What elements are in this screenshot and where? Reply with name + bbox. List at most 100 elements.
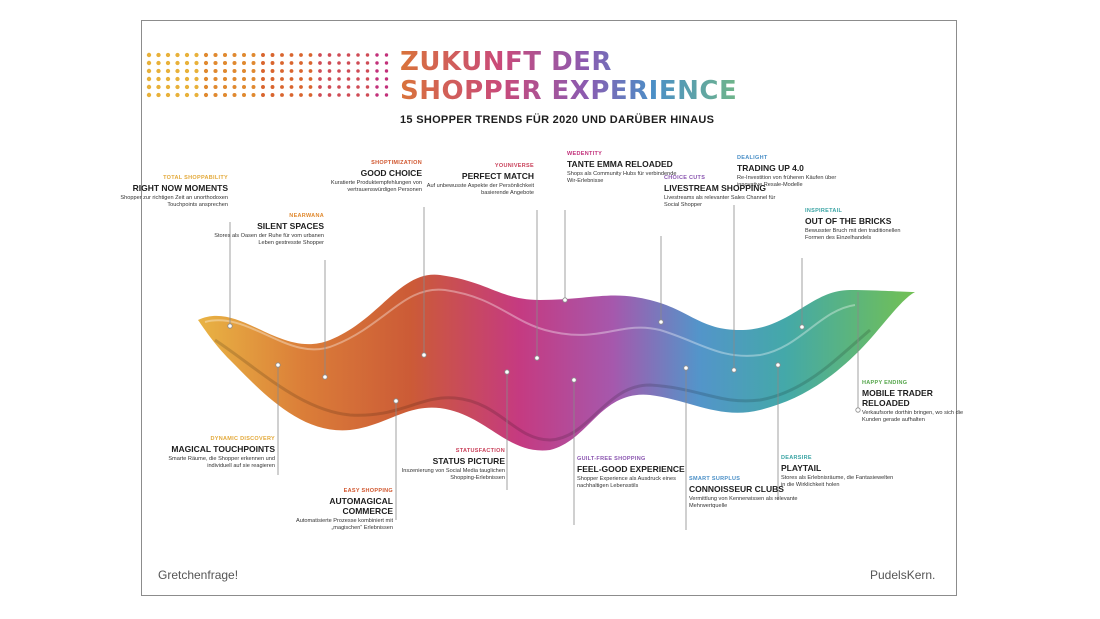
pattern-dot xyxy=(308,85,313,89)
pattern-dot xyxy=(184,84,190,90)
pattern-dot xyxy=(203,68,209,74)
pattern-dot xyxy=(232,60,237,66)
trend-name: TANTE EMMA RELOADED xyxy=(567,159,673,169)
trend-category: SMART SURPLUS xyxy=(689,476,741,482)
pattern-dot xyxy=(280,85,284,89)
pattern-dot xyxy=(203,92,209,98)
pattern-dot xyxy=(242,69,246,73)
pattern-dot xyxy=(203,52,209,58)
pattern-dot xyxy=(165,92,171,98)
pattern-dot xyxy=(384,53,389,57)
pattern-dot xyxy=(156,92,161,98)
pattern-dot xyxy=(308,77,313,81)
pattern-dot xyxy=(375,93,379,97)
trend-description: Auf unbewusste Aspekte der Persönlichkei… xyxy=(426,183,534,196)
pattern-dot xyxy=(251,61,256,65)
pattern-dot xyxy=(308,93,313,97)
pattern-dot xyxy=(194,60,199,66)
trend-name: PLAYTAIL xyxy=(781,463,822,473)
trend-description: Stores als Erlebnisräume, die Fantasiewe… xyxy=(781,475,894,488)
pattern-dot xyxy=(375,69,379,73)
pattern-dot xyxy=(365,61,370,65)
pattern-dot xyxy=(318,61,322,65)
trend-connoisseur-clubs: SMART SURPLUS CONNOISSEUR CLUBS Vermittl… xyxy=(689,476,804,510)
pattern-dot xyxy=(175,52,180,58)
pattern-dot xyxy=(375,85,379,89)
pattern-dot xyxy=(213,84,218,90)
trend-category: INSPIRETAIL xyxy=(805,208,843,214)
pattern-dot xyxy=(156,52,161,58)
trend-name: GOOD CHOICE xyxy=(360,168,422,178)
pattern-dot xyxy=(318,93,322,97)
dot-pattern xyxy=(146,52,389,98)
trend-category: HAPPY ENDING xyxy=(862,380,908,386)
pattern-dot xyxy=(194,76,199,82)
pattern-dot xyxy=(365,77,370,81)
wave-band-highlight xyxy=(204,288,856,357)
pattern-dot xyxy=(146,68,152,74)
pattern-dot xyxy=(222,92,228,98)
pattern-dot xyxy=(384,61,389,65)
pattern-dot xyxy=(251,77,256,81)
trend-description: Automatisierte Prozesse kombiniert mit „… xyxy=(296,518,393,531)
trend-category: DYNAMIC DISCOVERY xyxy=(210,436,275,442)
pattern-dot xyxy=(299,77,303,81)
pattern-dot xyxy=(232,92,237,98)
pattern-dot xyxy=(356,61,360,65)
pattern-dot xyxy=(327,93,332,97)
pattern-dot xyxy=(365,85,370,89)
pattern-dot xyxy=(232,68,237,74)
trend-status-picture: STATUSFACTION STATUS PICTURE Inszenierun… xyxy=(390,448,505,482)
pattern-dot xyxy=(384,93,389,97)
pattern-dot xyxy=(289,69,294,73)
trend-description: Shopper Experience als Ausdruck eines na… xyxy=(577,476,676,489)
pattern-dot xyxy=(146,60,152,66)
trend-good-choice: SHOPTIMIZATION GOOD CHOICE Kuratierte Pr… xyxy=(307,160,422,194)
trend-description: Kuratierte Produktempfehlungen von vertr… xyxy=(330,180,422,193)
brand-pudelskern: PudelsKern. xyxy=(870,568,936,582)
pattern-dot xyxy=(280,53,284,57)
leader-dot xyxy=(775,362,781,368)
pattern-dot xyxy=(289,77,294,81)
trend-category: GUILT-FREE SHOPPING xyxy=(577,456,646,462)
pattern-dot xyxy=(213,60,218,66)
pattern-dot xyxy=(346,85,351,89)
leader-dot xyxy=(799,324,805,330)
pattern-dot xyxy=(270,69,275,73)
pattern-dot xyxy=(346,53,351,57)
pattern-dot xyxy=(337,85,341,89)
pattern-dot xyxy=(194,68,199,74)
pattern-dot xyxy=(165,68,171,74)
pattern-dot xyxy=(175,84,180,90)
trend-name: OUT OF THE BRICKS xyxy=(805,216,892,226)
pattern-dot xyxy=(242,77,246,81)
pattern-dot xyxy=(156,68,161,74)
pattern-dot xyxy=(327,77,332,81)
pattern-dot xyxy=(280,93,284,97)
pattern-dot xyxy=(203,60,209,66)
pattern-dot xyxy=(184,52,190,58)
pattern-dot xyxy=(242,93,246,97)
pattern-dot xyxy=(222,60,228,66)
pattern-dot xyxy=(251,93,256,97)
pattern-dot xyxy=(184,92,190,98)
pattern-dot xyxy=(222,76,228,82)
pattern-dot xyxy=(280,61,284,65)
pattern-dot xyxy=(375,53,379,57)
pattern-dot xyxy=(203,84,209,90)
trend-description: Stores als Oasen der Ruhe für vom urbane… xyxy=(214,233,324,246)
trend-description: Vermittlung von Kennerwissen als relevan… xyxy=(689,496,798,509)
pattern-dot xyxy=(308,61,313,65)
pattern-dot xyxy=(280,77,284,81)
pattern-dot xyxy=(146,84,152,90)
trend-description: Livestreams als relevanter Sales Channel… xyxy=(664,195,776,208)
trend-category: DEALIGHT xyxy=(737,155,768,161)
trend-description: Inszenierung von Social Media tauglichen… xyxy=(401,468,505,481)
leader-dot xyxy=(322,374,328,380)
wave-band-main xyxy=(198,274,915,451)
pattern-dot xyxy=(289,93,294,97)
pattern-dot xyxy=(365,69,370,73)
pattern-dot xyxy=(213,76,218,82)
trend-category: EASY SHOPPING xyxy=(343,488,393,494)
